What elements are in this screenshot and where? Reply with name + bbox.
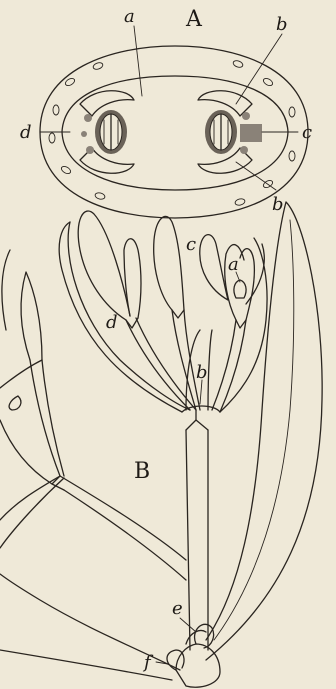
panel-b: B a b c d e f — [0, 202, 322, 687]
panel-a-title: A — [185, 7, 203, 32]
label-d: d — [20, 122, 32, 143]
label-b-bottom: b — [272, 194, 284, 215]
label-b-e: e — [172, 598, 183, 619]
left-leaf — [0, 574, 180, 670]
label-b-a: a — [228, 254, 239, 275]
panel-b-leaders — [156, 272, 240, 664]
label-b-c: c — [186, 234, 196, 255]
label-b-b: b — [196, 362, 208, 383]
main-stem — [186, 430, 208, 650]
left-branch — [60, 476, 186, 580]
label-b-d: d — [106, 312, 118, 333]
label-c: c — [302, 122, 312, 143]
left-stoma — [80, 91, 134, 174]
right-stoma — [198, 91, 262, 174]
panel-a: A a b b c d — [20, 6, 312, 218]
label-a-top: a — [124, 6, 135, 27]
panel-b-title: B — [134, 459, 150, 484]
label-b-f: f — [142, 652, 154, 673]
left-flower-group — [0, 250, 64, 484]
right-large-bract — [206, 202, 322, 660]
label-b-top: b — [276, 14, 288, 35]
